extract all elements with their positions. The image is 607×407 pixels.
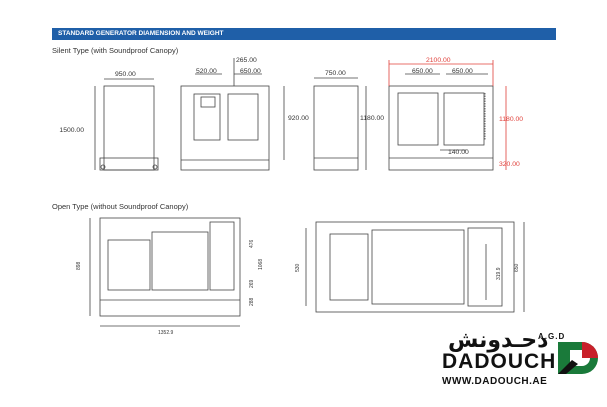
silent-long-view	[388, 73, 494, 171]
logo-abbr: A.G.D	[538, 332, 566, 341]
long-canopy	[388, 85, 494, 171]
open-alternator	[107, 239, 151, 291]
silent-rear-view	[313, 77, 367, 171]
open-height-label: 898	[76, 261, 82, 270]
top-engine	[371, 229, 465, 305]
logo-arabic-text: دحـدونش	[448, 328, 549, 353]
side-height-label: 920.00	[288, 115, 309, 122]
rear-canopy	[313, 85, 359, 171]
long-right-label: 650.00	[452, 68, 473, 75]
highlight-labels: 2100.00 1180.00 320.00	[426, 57, 523, 168]
open-c-label: 269	[249, 279, 255, 288]
open-d-label: 288	[249, 297, 255, 306]
long-height-label: 1180.00	[499, 116, 523, 123]
side-top-label: 265.00	[236, 57, 257, 64]
long-base-label: 320.00	[499, 161, 520, 168]
long-door-left	[397, 92, 439, 146]
side-right-label: 650.00	[240, 68, 261, 75]
silent-side-view	[180, 58, 285, 171]
rear-height-label: 1180.00	[360, 115, 384, 122]
logo-emblem-icon	[558, 342, 598, 374]
front-base	[99, 157, 159, 171]
top-outer-label: 650	[514, 263, 520, 272]
open-a-label: 476	[249, 239, 255, 248]
silent-type-label: Silent Type (with Soundproof Canopy)	[52, 46, 179, 55]
rear-width-label: 750.00	[325, 70, 346, 77]
open-type-label: Open Type (without Soundproof Canopy)	[52, 202, 189, 211]
header-bar: STANDARD GENERATOR DIAMENSION AND WEIGHT	[52, 28, 556, 40]
logo-url: WWW.DADOUCH.AE	[442, 376, 548, 387]
open-radiator	[209, 221, 235, 291]
long-bottom-label: 140.00	[448, 149, 469, 156]
long-left-label: 650.00	[412, 68, 433, 75]
side-canopy	[180, 85, 270, 171]
side-left-label: 520.00	[196, 68, 217, 75]
open-length-label: 1352.9	[158, 330, 174, 336]
top-frame	[315, 221, 515, 313]
front-canopy	[103, 85, 155, 171]
top-radiator	[467, 227, 503, 307]
long-total-label: 2100.00	[426, 57, 451, 64]
dimension-labels: 950.00 1500.00 520.00 265.00 650.00 920.…	[59, 57, 473, 156]
side-door-left	[193, 93, 221, 141]
highlight-dims	[388, 60, 507, 170]
front-width-label: 950.00	[115, 71, 136, 78]
open-engine	[151, 231, 209, 291]
front-wheel-right	[152, 164, 158, 170]
top-inner-label: 319.9	[496, 267, 502, 280]
front-height-label: 1500.00	[59, 127, 84, 134]
header-title: STANDARD GENERATOR DIAMENSION AND WEIGHT	[58, 30, 224, 37]
open-frame	[99, 217, 241, 317]
silent-front-view	[94, 78, 159, 171]
front-wheel-left	[100, 164, 106, 170]
logo-name: DADOUCH	[442, 350, 557, 373]
dadouch-logo: دحـدونش A.G.D DADOUCH WWW.DADOUCH.AE	[438, 328, 603, 394]
top-width-label: 530	[295, 263, 301, 272]
open-side-view	[89, 217, 241, 327]
long-door-right	[443, 92, 485, 146]
open-top-view	[305, 221, 525, 313]
open-dimension-labels: 898 476 1068 269 288 1352.9 530 650 319.…	[76, 239, 520, 336]
open-b-label: 1068	[258, 259, 264, 270]
side-window	[200, 96, 216, 108]
top-alternator	[329, 233, 369, 301]
side-door-right	[227, 93, 259, 141]
